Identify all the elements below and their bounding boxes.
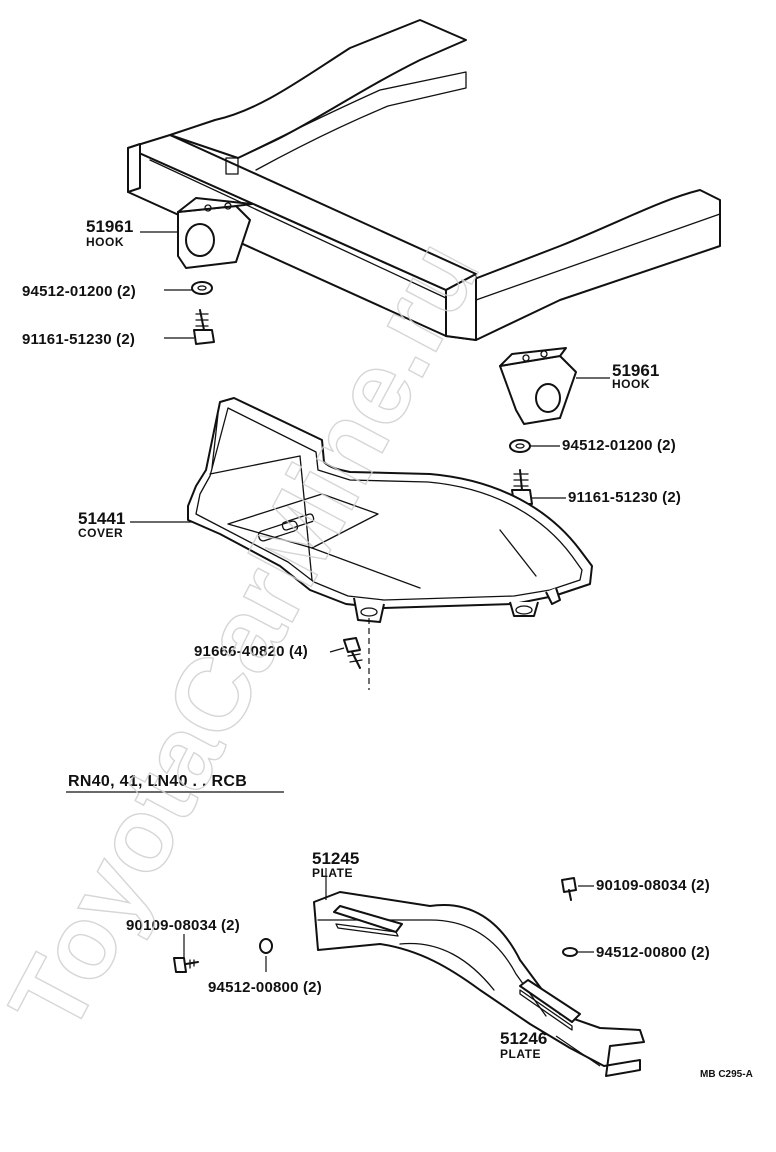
fasteners-upper-left: [191, 281, 215, 345]
hook-right-drawing: [499, 347, 577, 425]
cover-number: 51441: [78, 509, 126, 528]
bolt-left-label: 91161-51230 (2): [22, 331, 136, 348]
hook-left-name: HOOK: [86, 235, 124, 249]
fasteners-upper-right: [509, 439, 533, 505]
washer-right-label: 94512-01200 (2): [562, 437, 676, 454]
plate-front-number: 51245: [312, 849, 360, 868]
plate-rear-name: PLATE: [500, 1047, 541, 1061]
hook-right-number: 51961: [612, 361, 660, 380]
cover-bolt-label: 91666-40820 (4): [194, 643, 308, 660]
lower-bolt-left-label: 90109-08034 (2): [126, 917, 240, 934]
diagram-code: MB C295-A: [700, 1069, 753, 1080]
hook-left-number: 51961: [86, 217, 134, 236]
lower-bolt-right-label: 90109-08034 (2): [596, 877, 710, 894]
section-title: RN40, 41, LN40 . . RCB: [68, 773, 248, 790]
plate-rear-number: 51246: [500, 1029, 548, 1048]
cover-drawing: [187, 397, 593, 690]
hook-right-name: HOOK: [612, 377, 650, 391]
cover-bolt-drawing: [343, 637, 363, 669]
plate-front-name: PLATE: [312, 866, 353, 880]
leaders-upper: [130, 231, 610, 653]
washer-left-label: 94512-01200 (2): [22, 283, 136, 300]
plates-drawing: [313, 891, 645, 1077]
lower-washer-right-label: 94512-00800 (2): [596, 944, 710, 961]
frame-crossmember: [127, 19, 721, 341]
cover-name: COVER: [78, 526, 124, 540]
hook-left-drawing: [177, 197, 253, 269]
fasteners-lower: [173, 877, 578, 973]
bolt-right-label: 91161-51230 (2): [568, 489, 682, 506]
leaders-lower: [183, 868, 601, 1067]
lower-washer-left-label: 94512-00800 (2): [208, 979, 322, 996]
